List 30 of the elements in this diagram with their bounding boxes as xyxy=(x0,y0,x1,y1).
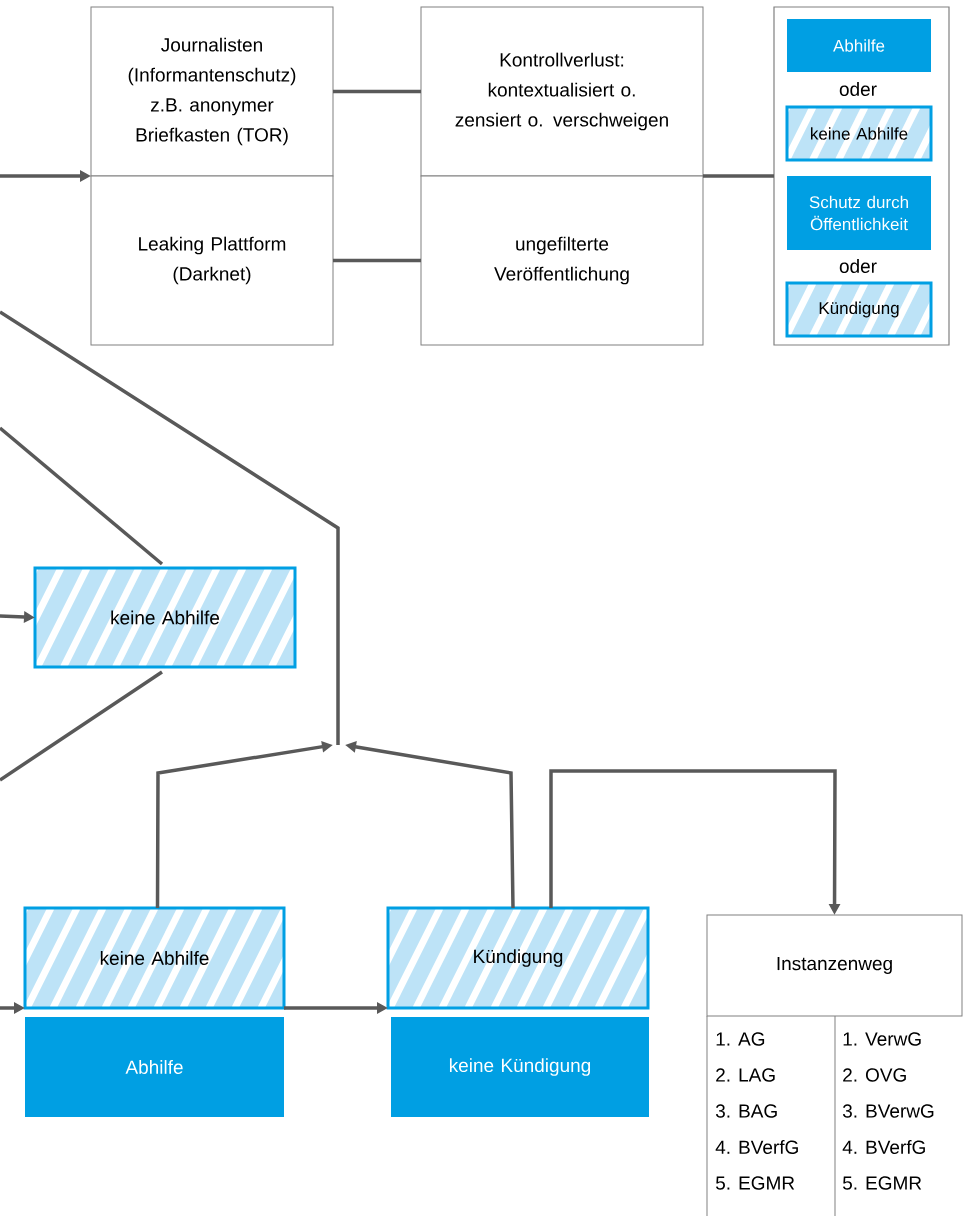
outcome-panel xyxy=(773,6,950,346)
connector-line xyxy=(0,670,163,782)
hatched-box: keine Abhilfe xyxy=(23,906,286,1010)
hatched-box: Kündigung xyxy=(785,281,933,338)
table-cell: 4. BVerfG xyxy=(842,1140,925,1154)
text-box: Journalisten (Informantenschutz) z.B. anonymer Briefkasten (TOR) xyxy=(90,6,334,177)
connector-line xyxy=(333,258,421,263)
text-box: ungefilterte Veröffentlichung xyxy=(420,175,704,346)
table-cell: 5. EGMR xyxy=(842,1176,922,1190)
connector-word: oder xyxy=(839,82,877,96)
table-cell: 5. EGMR xyxy=(715,1176,795,1190)
filled-box: keine Kündigung xyxy=(391,1017,649,1117)
hatched-box: keine Abhilfe xyxy=(33,566,297,669)
filled-box: Schutz durch Öffentlichkeit xyxy=(787,176,931,250)
filled-box: Abhilfe xyxy=(25,1017,284,1117)
table-cell: 3. BVerwG xyxy=(842,1104,934,1118)
hatched-box: Kündigung xyxy=(386,906,650,1010)
filled-box: Abhilfe xyxy=(787,19,931,72)
text-box: Kontrollverlust: kontextualisiert o. zensiert o. verschweigen xyxy=(420,6,704,177)
connector-line xyxy=(0,426,164,566)
hatched-box: keine Abhilfe xyxy=(785,105,933,162)
table-cell: 2. LAG xyxy=(716,1068,775,1082)
table-cell: 4. BVerfG xyxy=(715,1140,798,1154)
connector-line xyxy=(703,174,774,178)
table-cell: 3. BAG xyxy=(715,1104,777,1118)
text-box: Instanzenweg xyxy=(706,914,963,1017)
connector-line xyxy=(333,89,421,94)
text-box: Leaking Plattform (Darknet) xyxy=(90,175,334,346)
connector-word: oder xyxy=(839,259,877,273)
table-cell: 2. OVG xyxy=(843,1068,906,1082)
